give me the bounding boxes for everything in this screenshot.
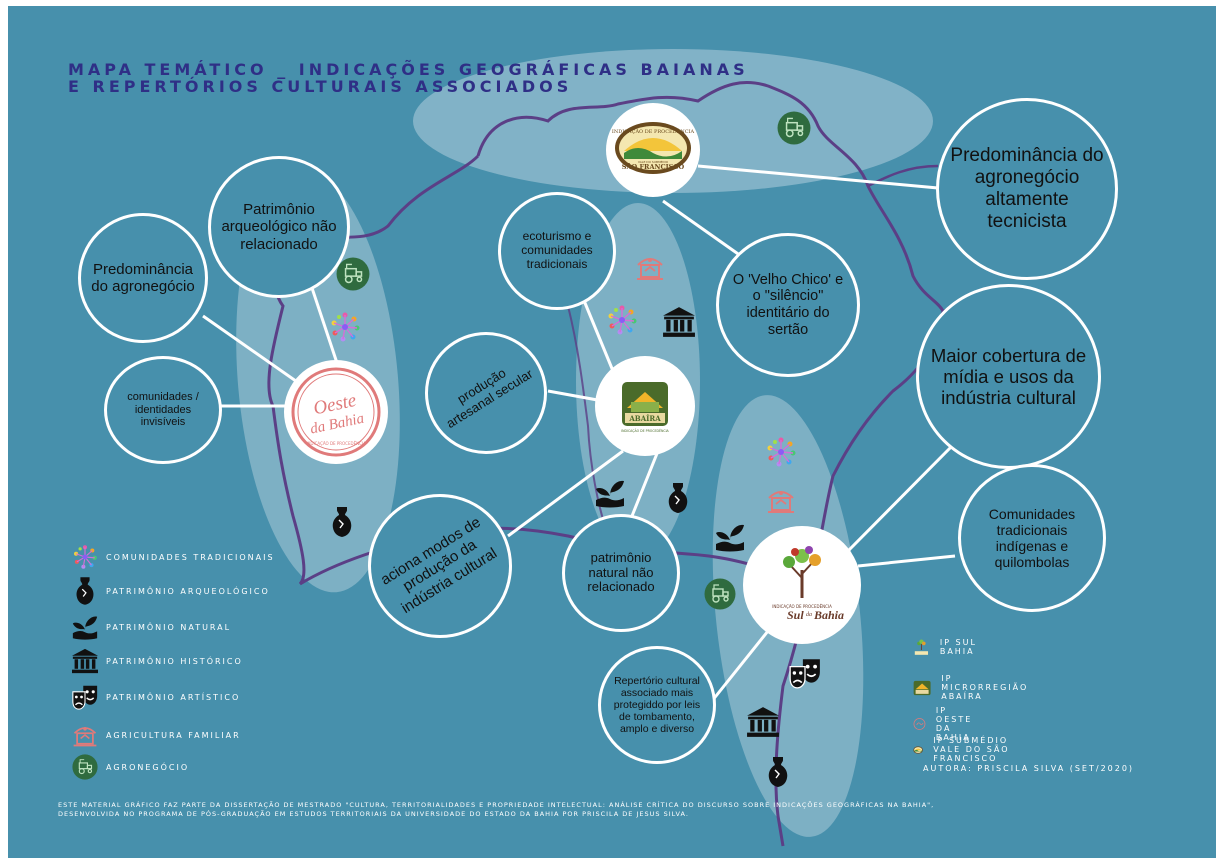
oeste-bahia-logo-icon (913, 718, 926, 730)
sul-bahia-logo-top: INDICAÇÃO DE PROCEDÊNCIA (772, 604, 832, 609)
map-title: MAPA TEMÁTICO _ INDICAÇÕES GEOGRÁFICAS B… (68, 61, 749, 95)
logo-sul-bahia: INDICAÇÃO DE PROCEDÊNCIA Sul da Bahia (743, 526, 861, 644)
agronegocio-icon (777, 111, 811, 145)
bubble-maior-cobertura: Maior cobertura de mídia e usos da indús… (916, 284, 1101, 469)
sao-francisco-logo-icon (913, 745, 923, 754)
bubble-patrimonio-natural: patrimônio natural não relacionado (562, 514, 680, 632)
logo-oeste-bahia: Oeste da Bahia INDICAÇÃO DE PROCEDÊNCIA (284, 360, 388, 464)
footer-note: ESTE MATERIAL GRÁFICO FAZ PARTE DA DISSE… (58, 801, 935, 818)
logo-sao-francisco: INDICAÇÃO DE PROCEDÊNCIA VALE DO SUBMÉDI… (606, 103, 700, 197)
sao-francisco-logo-top: INDICAÇÃO DE PROCEDÊNCIA (612, 127, 695, 135)
abaira-logo-name: ABAÍRA (628, 414, 661, 423)
agronegocio-icon (70, 752, 100, 782)
ip-legend-sul-bahia: IP SUL BAHIA (913, 632, 986, 662)
legend-item-historico: PATRIMÔNIO HISTÓRICO (70, 646, 243, 676)
bubble-ecoturismo: ecoturismo e comunidades tradicionais (498, 192, 616, 310)
abaira-logo-sub: INDICAÇÃO DE PROCEDÊNCIA (621, 428, 669, 433)
map-title-line1: MAPA TEMÁTICO _ INDICAÇÕES GEOGRÁFICAS B… (68, 60, 749, 79)
sul-bahia-logo-name2: da (806, 612, 812, 618)
ip-legend-oeste: IP OESTE DA BAHIA (913, 706, 987, 742)
legend-item-artistico: PATRIMÔNIO ARTÍSTICO (70, 682, 240, 712)
legend-item-comunidades: COMUNIDADES TRADICIONAIS (70, 542, 275, 572)
logo-abaira: ABAÍRA INDICAÇÃO DE PROCEDÊNCIA (595, 356, 695, 456)
bubble-comunidades-invisiveis: comunidades / identidades invisíveis (104, 356, 222, 464)
bubble-predominancia-agronegocio: Predominância do agronegócio (78, 213, 208, 343)
thematic-map: MAPA TEMÁTICO _ INDICAÇÕES GEOGRÁFICAS B… (8, 6, 1216, 858)
sao-francisco-logo-mid: VALE DO SUBMÉDIO (638, 159, 669, 164)
sao-francisco-logo-name: SÃO FRANCISCO (622, 162, 685, 171)
bubble-agronegocio-tecnicista: Predominância do agronegócio altamente t… (936, 98, 1118, 280)
comunidades-tradicionais-icon (70, 542, 100, 572)
sul-bahia-logo-icon (914, 639, 929, 655)
patrimonio-artistico-icon (70, 682, 100, 712)
ip-legend-sao-francisco: IP SUBMÉDIO VALE DO SÃO FRANCISCO (913, 736, 1015, 763)
agronegocio-icon (704, 578, 736, 610)
legend-item-arqueologico: PATRIMÔNIO ARQUEOLÓGICO (70, 576, 270, 606)
sul-bahia-logo-name: Sul (787, 608, 804, 622)
legend-item-agronegocio: AGRONEGÓCIO (70, 752, 189, 782)
oeste-logo-sub: INDICAÇÃO DE PROCEDÊNCIA (306, 441, 366, 446)
legend-item-natural: PATRIMÔNIO NATURAL (70, 612, 231, 642)
patrimonio-historico-icon (70, 646, 100, 676)
bubble-repertorio-cultural: Repertório cultural associado mais prote… (598, 646, 716, 764)
bubble-velho-chico: O 'Velho Chico' e o "silêncio" identitár… (716, 233, 860, 377)
author-credit: AUTORA: PRISCILA SILVA (SET/2020) (923, 764, 1135, 773)
patrimonio-natural-icon (70, 612, 100, 642)
map-title-line2: E REPERTÓRIOS CULTURAIS ASSOCIADOS (68, 77, 573, 96)
sul-bahia-logo-name3: Bahia (813, 608, 844, 622)
bubble-comunidades-indigenas: Comunidades tradicionais indígenas e qui… (958, 464, 1106, 612)
patrimonio-arqueologico-icon (70, 576, 100, 606)
agricultura-familiar-icon (70, 720, 100, 750)
bubble-patrimonio-arqueologico: Patrimônio arqueológico não relacionado (208, 156, 350, 298)
abaira-logo-icon (913, 680, 931, 695)
agronegocio-icon (336, 257, 370, 291)
legend-item-agricultura-familiar: AGRICULTURA FAMILIAR (70, 720, 241, 750)
ip-legend-abaira: IP MICRORREGIÃO ABAÍRA (913, 674, 1038, 701)
